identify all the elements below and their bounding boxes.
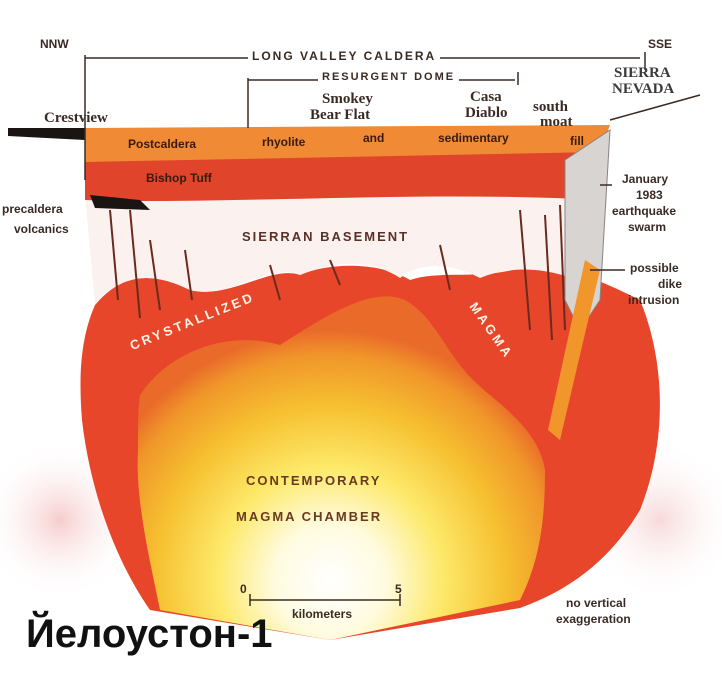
note-january: January [622,173,668,185]
place-nevada: NEVADA [612,82,674,97]
direction-sse: SSE [648,38,672,50]
layer-fill: fill [570,135,584,147]
caldera-label: LONG VALLEY CALDERA [248,50,440,62]
place-smokey: Smokey [322,92,373,107]
note-1983: 1983 [636,189,663,201]
layer-postcaldera: Postcaldera [128,138,196,150]
place-diablo: Diablo [465,106,508,121]
place-crestview: Crestview [44,111,108,126]
precaldera-black-left [8,128,85,140]
layer-precaldera: precaldera [2,203,63,215]
note-no-vertical: no vertical [566,597,626,609]
scale-unit: kilometers [292,608,352,620]
place-sierra: SIERRA [614,66,671,81]
label-contemporary: CONTEMPORARY [246,474,381,487]
note-intrusion: intrusion [628,294,679,306]
place-bear-flat: Bear Flat [310,108,370,123]
note-swarm: swarm [628,221,666,233]
note-exaggeration: exaggeration [556,613,631,625]
layer-rhyolite: rhyolite [262,136,305,148]
layer-sierran-basement: SIERRAN BASEMENT [242,230,409,243]
dome-label: RESURGENT DOME [318,72,459,83]
layer-and: and [363,132,384,144]
layer-sedimentary: sedimentary [438,132,509,144]
scale-min: 0 [240,583,247,595]
scale-max: 5 [395,583,402,595]
place-south: south [533,100,568,115]
slide-title: Йелоустон-1 [26,614,273,654]
direction-nnw: NNW [40,38,69,50]
place-casa: Casa [470,90,502,105]
place-moat: moat [540,115,573,130]
note-possible: possible [630,262,679,274]
layer-bishop-tuff: Bishop Tuff [146,172,212,184]
note-dike: dike [658,278,682,290]
note-earthquake: earthquake [612,205,676,217]
label-magma-chamber: MAGMA CHAMBER [236,510,382,523]
layer-volcanics: volcanics [14,223,69,235]
